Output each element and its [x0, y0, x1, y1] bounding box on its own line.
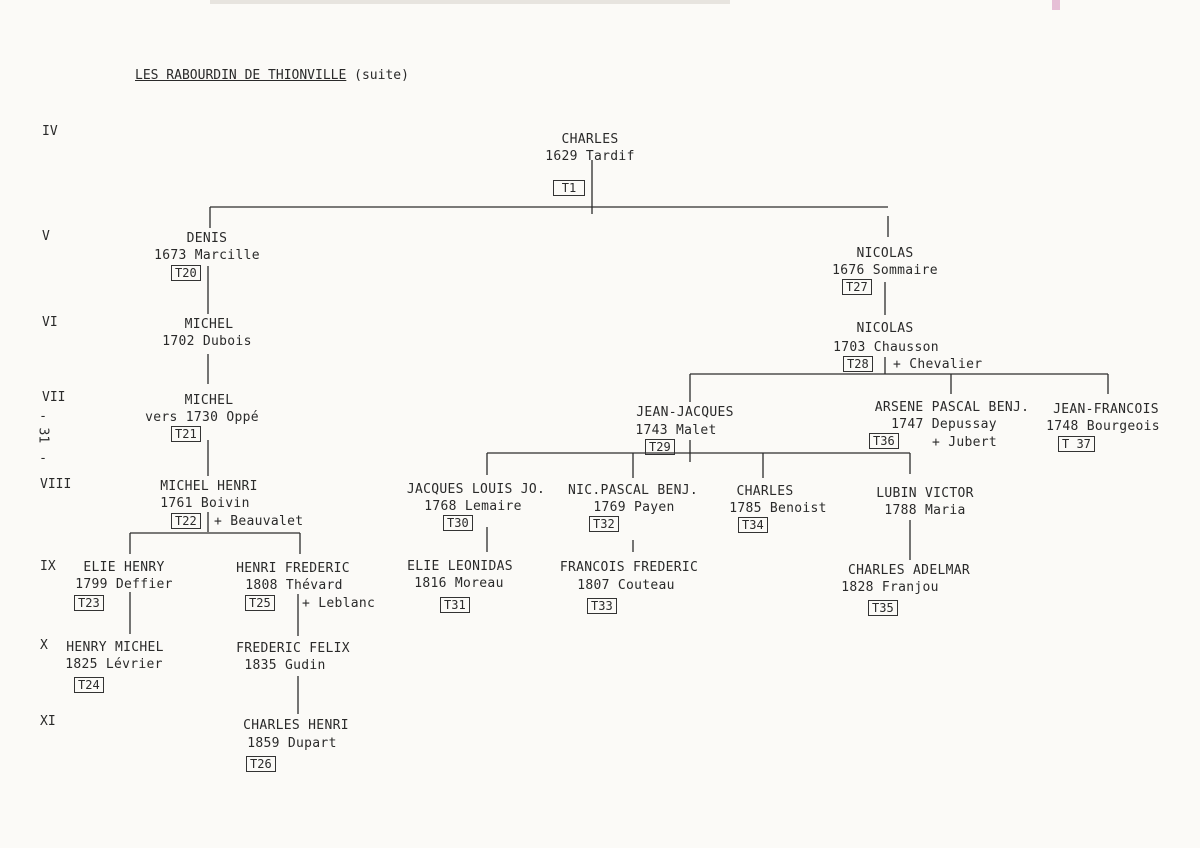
- person-nicolas-1676-line: 1676 Sommaire: [832, 263, 938, 278]
- scan-mark-top: [210, 0, 730, 4]
- generation-label-x: X: [40, 638, 48, 653]
- person-nicolas-1703-name: NICOLAS: [856, 321, 914, 336]
- person-frederic-felix-name: FREDERIC FELIX: [236, 641, 350, 656]
- ref-box-nic-pascal: T32: [589, 516, 619, 532]
- person-jean-francois-name: JEAN-FRANCOIS: [1053, 402, 1159, 417]
- generation-label-viii: VIII: [40, 477, 72, 492]
- ref-box-jean-francois: T 37: [1058, 436, 1095, 452]
- ref-box-nicolas-1703: T28: [843, 356, 873, 372]
- person-charles-adelmar-name: CHARLES ADELMAR: [848, 563, 970, 578]
- person-henry-michel-line: 1825 Lévrier: [65, 657, 163, 672]
- person-charles-1629-line: 1629 Tardif: [545, 149, 635, 164]
- generation-label-ix: IX: [40, 559, 56, 574]
- generation-label-vi: VI: [42, 315, 58, 330]
- ref-box-elie-henry: T23: [74, 595, 104, 611]
- page-number-dash-bottom: -: [39, 451, 47, 466]
- person-arsene-name: ARSENE PASCAL BENJ.: [874, 400, 1030, 415]
- person-jean-jacques-name: JEAN-JACQUES: [636, 405, 734, 420]
- person-charles-henri-name: CHARLES HENRI: [243, 718, 349, 733]
- person-michel-henri-name: MICHEL HENRI: [160, 479, 258, 494]
- generation-label-iv: IV: [42, 124, 58, 139]
- person-michel-1702-name: MICHEL: [184, 317, 234, 332]
- person-jean-francois-line: 1748 Bourgeois: [1046, 419, 1160, 434]
- person-denis-name: DENIS: [186, 231, 228, 246]
- generation-label-vii: VII: [42, 390, 66, 405]
- person-jacques-louis-line: 1768 Lemaire: [424, 499, 522, 514]
- ref-box-michel-1730: T21: [171, 426, 201, 442]
- ref-box-jacques-louis: T30: [443, 515, 473, 531]
- person-charles-adelmar-line: 1828 Franjou: [841, 580, 939, 595]
- person-lubin-victor-name: LUBIN VICTOR: [876, 486, 974, 501]
- ref-box-arsene: T36: [869, 433, 899, 449]
- person-nic-pascal-name: NIC.PASCAL BENJ.: [567, 483, 699, 498]
- ref-box-charles-henri: T26: [246, 756, 276, 772]
- ref-box-henry-michel: T24: [74, 677, 104, 693]
- person-nicolas-1703-line: 1703 Chausson: [833, 340, 939, 355]
- person-henri-frederic-name: HENRI FREDERIC: [236, 561, 350, 576]
- person-arsene-spouse2: + Jubert: [932, 435, 998, 450]
- person-michel-1730-name: MICHEL: [184, 393, 234, 408]
- person-nicolas-1703-spouse2: + Chevalier: [893, 357, 983, 372]
- person-elie-henry-name: ELIE HENRY: [83, 560, 165, 575]
- title-main: LES RABOURDIN DE THIONVILLE: [135, 68, 347, 83]
- page-number-dash-top: -: [39, 409, 47, 424]
- ref-box-elie-leonidas: T31: [440, 597, 470, 613]
- person-michel-1702-line: 1702 Dubois: [162, 334, 252, 349]
- ref-box-charles-1785: T34: [738, 517, 768, 533]
- person-frederic-felix-line: 1835 Gudin: [244, 658, 326, 673]
- person-charles-1785-name: CHARLES: [736, 484, 794, 499]
- ref-box-charles-1629: T1: [553, 180, 585, 196]
- person-nic-pascal-line: 1769 Payen: [593, 500, 675, 515]
- person-henri-frederic-spouse2: + Leblanc: [302, 596, 376, 611]
- ref-box-nicolas-1676: T27: [842, 279, 872, 295]
- person-nicolas-1676-name: NICOLAS: [856, 246, 914, 261]
- person-elie-henry-line: 1799 Deffier: [75, 577, 173, 592]
- ref-box-charles-adelmar: T35: [868, 600, 898, 616]
- person-henri-frederic-line: 1808 Thévard: [245, 578, 343, 593]
- person-denis-line: 1673 Marcille: [154, 248, 260, 263]
- ref-box-francois-frederic: T33: [587, 598, 617, 614]
- person-jacques-louis-name: JACQUES LOUIS JO.: [406, 482, 546, 497]
- ref-box-michel-henri: T22: [171, 513, 201, 529]
- page-title: LES RABOURDIN DE THIONVILLE (suite): [135, 67, 409, 84]
- person-charles-henri-line: 1859 Dupart: [247, 736, 337, 751]
- ref-box-denis: T20: [171, 265, 201, 281]
- person-elie-leonidas-line: 1816 Moreau: [414, 576, 504, 591]
- person-michel-henri-line: 1761 Boivin: [160, 496, 250, 511]
- person-francois-frederic-name: FRANCOIS FREDERIC: [559, 560, 699, 575]
- generation-label-xi: XI: [40, 714, 56, 729]
- person-lubin-victor-line: 1788 Maria: [884, 503, 966, 518]
- scan-mark-corner: [1052, 0, 1060, 10]
- title-suffix: (suite): [354, 68, 409, 83]
- person-arsene-line: 1747 Depussay: [891, 417, 997, 432]
- person-michel-henri-spouse2: + Beauvalet: [214, 514, 304, 529]
- person-francois-frederic-line: 1807 Couteau: [577, 578, 675, 593]
- person-elie-leonidas-name: ELIE LEONIDAS: [407, 559, 513, 574]
- generation-label-v: V: [42, 229, 50, 244]
- person-jean-jacques-line: 1743 Malet: [635, 423, 717, 438]
- person-michel-1730-line: vers 1730 Oppé: [145, 410, 259, 425]
- person-charles-1629-name: CHARLES: [561, 132, 619, 147]
- person-charles-1785-line: 1785 Benoist: [729, 501, 827, 516]
- person-henry-michel-name: HENRY MICHEL: [66, 640, 164, 655]
- ref-box-jean-jacques: T29: [645, 439, 675, 455]
- ref-box-henri-frederic: T25: [245, 595, 275, 611]
